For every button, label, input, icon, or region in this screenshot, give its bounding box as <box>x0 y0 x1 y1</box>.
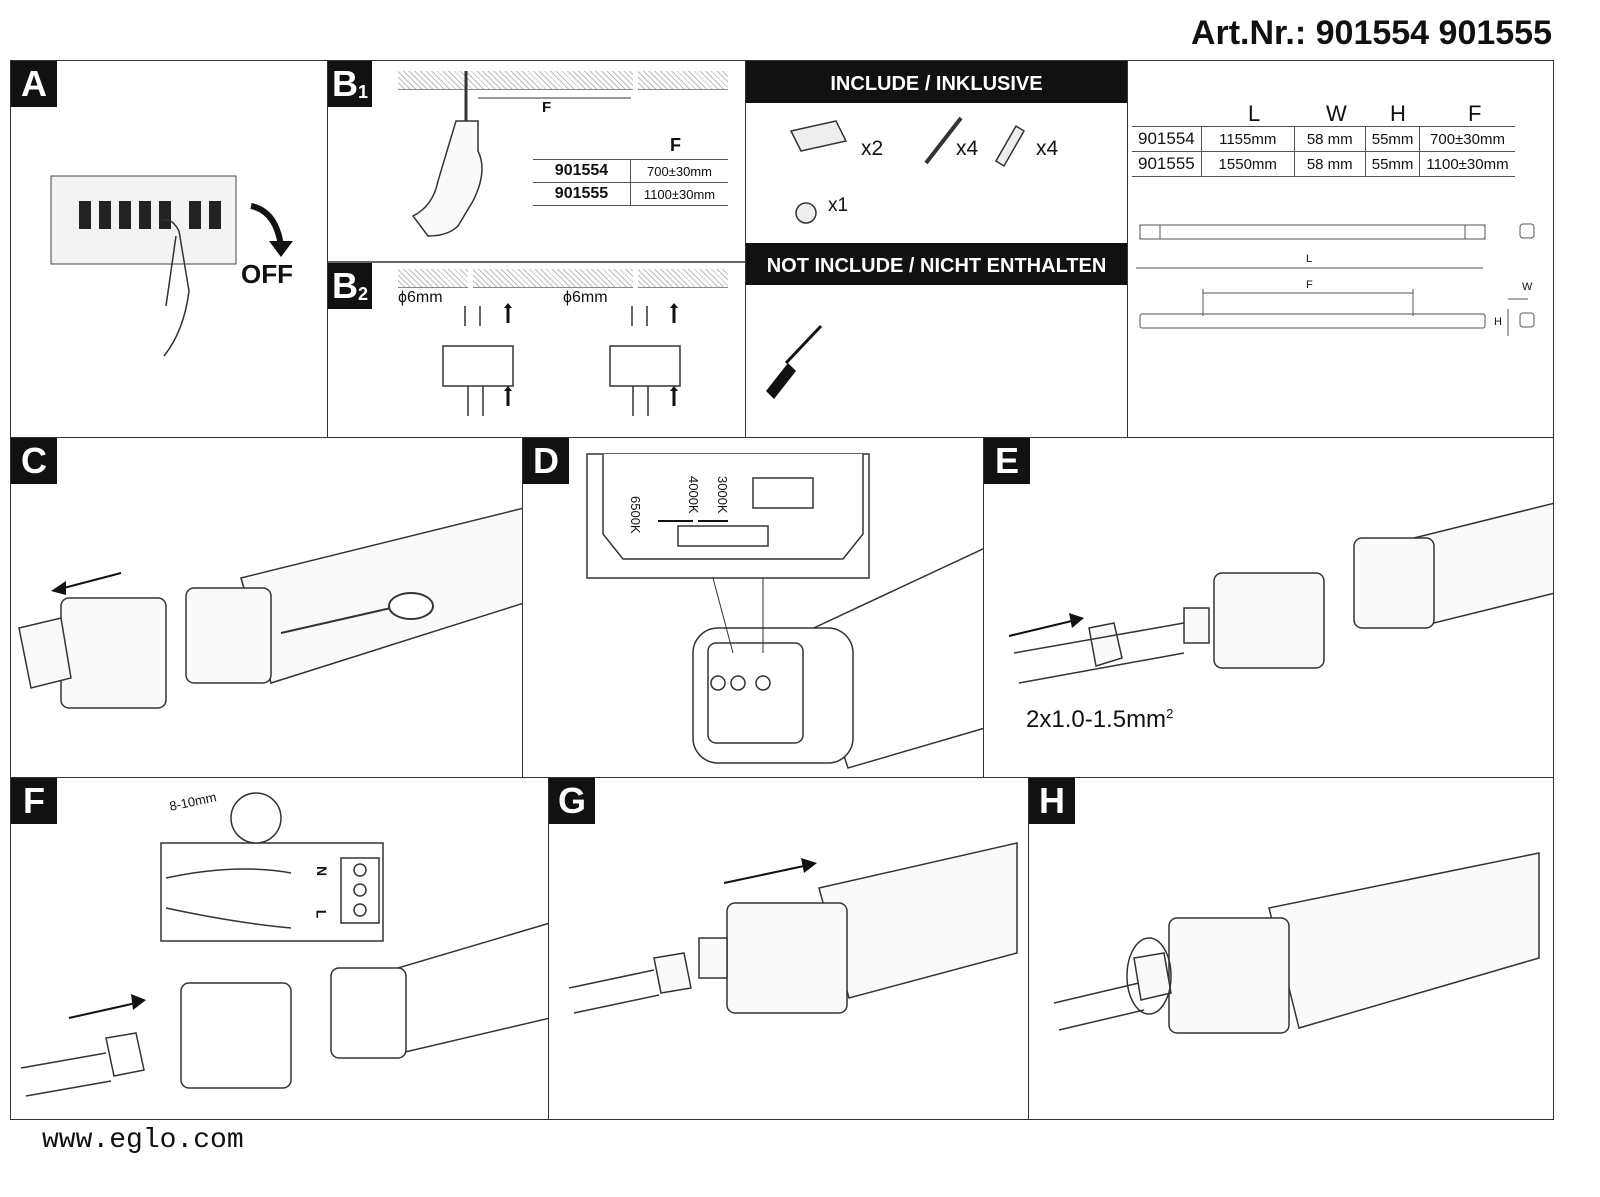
dim-w: 58 mm <box>1293 151 1366 177</box>
website-footer: www.eglo.com <box>42 1125 244 1156</box>
wall-plug-icon <box>994 124 1026 168</box>
screwdriver-icon <box>766 324 823 399</box>
b1-model: 901555 <box>533 182 631 206</box>
step-f-label: F <box>11 778 57 824</box>
dim-model: 901554 <box>1132 126 1202 152</box>
included-parts-illustration <box>789 116 1026 224</box>
dim-header-w: W <box>1326 101 1347 126</box>
step-d-panel: D 6500K 4000K 3000K <box>522 437 984 778</box>
dim-header-l: L <box>1248 101 1261 126</box>
step-e-label: E <box>984 438 1030 484</box>
cct-6500k: 6500K <box>628 496 643 534</box>
cable-spec-text: 2x1.0-1.5mm <box>1026 706 1167 733</box>
off-label: OFF <box>241 259 293 289</box>
cap-qty: x1 <box>828 195 849 216</box>
dim-f: 700±30mm <box>1419 126 1515 152</box>
dimensions-panel: L W H F 901554 1155mm 58 mm 55mm 700±30m… <box>1127 60 1554 438</box>
drawing-l-label: L <box>1306 253 1313 265</box>
b2-hole-left: ϕ6mm <box>398 289 443 306</box>
luminaire-dimension-drawing <box>1136 223 1535 336</box>
screw-qty: x4 <box>956 137 979 160</box>
b1-f-value: 700±30mm <box>630 159 728 183</box>
b1-distance-label: F <box>542 99 552 116</box>
cct-4000k: 4000K <box>686 476 701 514</box>
cct-3000k: 3000K <box>715 476 730 514</box>
dim-f: 1100±30mm <box>1419 151 1515 177</box>
screw-icon <box>924 116 963 165</box>
step-b2-label: B2 <box>328 263 372 309</box>
step-d-label: D <box>523 438 569 484</box>
b2-hole-right: ϕ6mm <box>563 289 608 306</box>
step-b1-label: B1 <box>328 61 372 107</box>
close-end-cap-illustration <box>568 842 1018 1014</box>
table-row: 901555 1550mm 58 mm 55mm 1100±30mm <box>1132 151 1515 177</box>
step-f-panel: F 8-10mm N L <box>10 777 549 1120</box>
terminal-l-label: L <box>313 909 330 919</box>
bracket-icon <box>789 120 848 152</box>
dim-model: 901555 <box>1132 151 1202 177</box>
dim-header-f: F <box>1468 101 1482 126</box>
step-g-panel: G <box>548 777 1029 1120</box>
article-number: Art.Nr.: 901554 901555 <box>1190 14 1552 52</box>
step-a-label: A <box>11 61 57 107</box>
dim-l: 1550mm <box>1200 151 1295 177</box>
step-e-panel: E 2x1.0-1.5mm2 <box>983 437 1554 778</box>
cable-insertion-illustration <box>1008 502 1553 684</box>
dim-h: 55mm <box>1364 151 1421 177</box>
dim-h: 55mm <box>1364 126 1421 152</box>
step-h-label: H <box>1029 778 1075 824</box>
terminal-n-label: N <box>314 865 331 877</box>
cable-spec-sup: 2 <box>1166 706 1174 721</box>
remove-end-cap-illustration <box>18 507 522 709</box>
drawing-h-label: H <box>1494 316 1502 328</box>
cct-switch-illustration <box>586 453 983 769</box>
bracket-mounting-illustration <box>442 303 681 416</box>
drawing-f-label: F <box>1306 279 1313 291</box>
cable-spec: 2x1.0-1.5mm2 <box>1026 706 1173 734</box>
step-a-panel: A OFF <box>10 60 328 438</box>
b1-f-value: 1100±30mm <box>630 182 728 206</box>
b1-table-header: F <box>670 135 681 155</box>
step-g-label: G <box>549 778 595 824</box>
step-c-panel: C <box>10 437 523 778</box>
include-panel: INCLUDE / INKLUSIVE x2 x4 x4 x1 NOT INCL… <box>745 60 1128 438</box>
step-h-panel: H <box>1028 777 1554 1120</box>
wiring-illustration <box>20 792 548 1097</box>
not-include-title: NOT INCLUDE / NICHT ENTHALTEN <box>746 243 1127 285</box>
dim-header-h: H <box>1390 101 1406 126</box>
plug-qty: x4 <box>1036 137 1059 160</box>
dimensions-table: 901554 1155mm 58 mm 55mm 700±30mm 901555… <box>1132 126 1515 177</box>
end-cap-icon <box>795 202 817 224</box>
drawing-w-label: W <box>1522 281 1533 293</box>
bracket-qty: x2 <box>861 137 884 160</box>
b1-model: 901554 <box>533 159 631 183</box>
circuit-breaker-illustration <box>50 175 293 357</box>
include-title: INCLUDE / INKLUSIVE <box>746 61 1127 103</box>
step-c-label: C <box>11 438 57 484</box>
tighten-gland-illustration <box>1053 852 1540 1034</box>
dim-l: 1155mm <box>1200 126 1295 152</box>
drill-illustration <box>328 71 745 263</box>
